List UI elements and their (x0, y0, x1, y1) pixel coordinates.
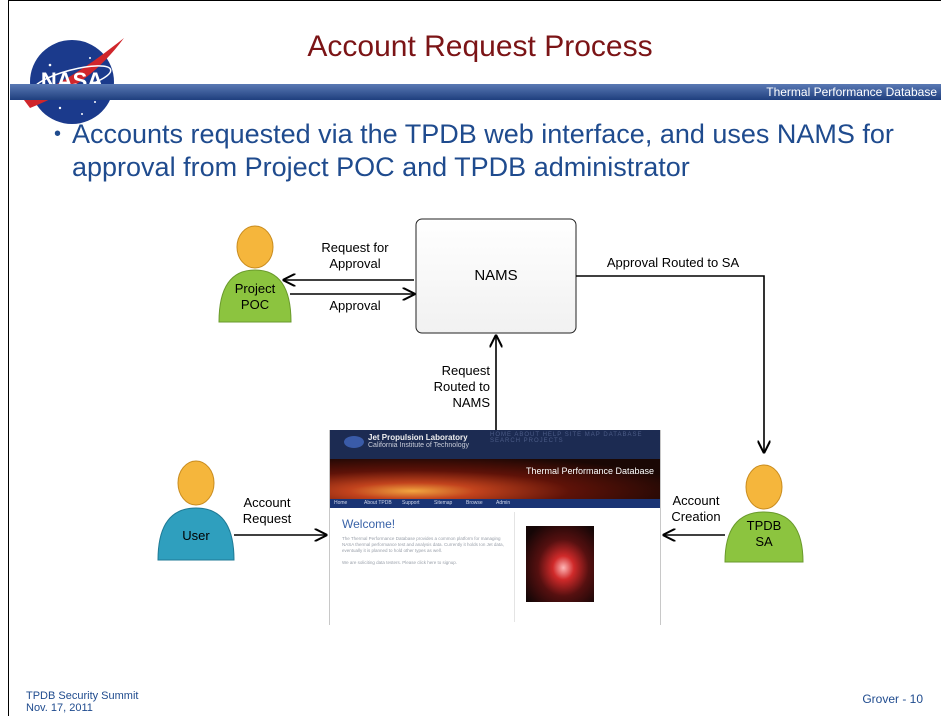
website-menu: Home About TPDB Support Sitemap Browse A… (330, 499, 660, 508)
tpdb-website-screenshot: Jet Propulsion Laboratory California Ins… (329, 430, 661, 625)
page-title: Account Request Process (307, 30, 653, 63)
tpdb-sa-figure (724, 464, 804, 563)
user-label: User (182, 528, 210, 543)
website-divider (514, 512, 515, 622)
website-photo (526, 526, 594, 602)
website-menu-item: Browse (466, 500, 483, 506)
bullet-point: • Accounts requested via the TPDB web in… (54, 118, 922, 184)
website-menu-item: Sitemap (434, 500, 453, 506)
website-org: Jet Propulsion Laboratory (368, 433, 468, 442)
project-poc-figure (218, 225, 292, 323)
approval-label: Approval (329, 298, 381, 313)
bullet-text: Accounts requested via the TPDB web inte… (72, 119, 894, 182)
website-paragraph: The Thermal Performance Database provide… (342, 536, 512, 566)
request-for-approval-label: Request for Approval (321, 240, 389, 271)
page-number: Grover - 10 (862, 692, 923, 706)
account-request-label: Account Request (242, 495, 292, 526)
footer-date: Nov. 17, 2011 (26, 702, 93, 714)
frame-top-border (8, 0, 941, 1)
website-org-sub: California Institute of Technology (368, 442, 470, 449)
tpdb-sa-label: TPDB SA (746, 518, 782, 549)
approval-routed-arrow (576, 275, 764, 452)
request-routed-label: Request Routed to NAMS (433, 363, 490, 410)
project-poc-label: Project POC (234, 281, 276, 312)
approval-routed-label: Approval Routed to SA (606, 255, 740, 270)
user-figure (157, 460, 235, 561)
website-menu-item: Support (402, 500, 420, 506)
website-header: Jet Propulsion Laboratory California Ins… (330, 430, 660, 459)
footer-left: TPDB Security Summit Nov. 17, 2011 (26, 690, 138, 714)
website-menu-item: Admin (496, 500, 511, 506)
title-bar: Thermal Performance Database (10, 84, 941, 100)
website-para-1: The Thermal Performance Database provide… (342, 536, 504, 553)
frame-left-border (8, 0, 9, 716)
jpl-logo-icon (344, 436, 364, 448)
footer-event: TPDB Security Summit (26, 690, 139, 702)
account-creation-label: Account Creation (671, 493, 721, 524)
title-bar-label: Thermal Performance Database (766, 85, 937, 99)
website-menu-item: About TPDB (364, 500, 392, 506)
bullet-dot-icon: • (54, 123, 62, 145)
website-menu-item: Home (334, 500, 348, 506)
website-banner-title: Thermal Performance Database (525, 466, 654, 476)
website-top-links: HOME ABOUT HELP SITE MAP DATABASE SEARCH… (490, 432, 643, 444)
website-welcome: Welcome! (342, 517, 396, 531)
website-banner: Thermal Performance Database (330, 459, 660, 499)
website-para-2: We are soliciting data testers. Please c… (342, 560, 457, 565)
nams-label: NAMS (474, 267, 518, 284)
